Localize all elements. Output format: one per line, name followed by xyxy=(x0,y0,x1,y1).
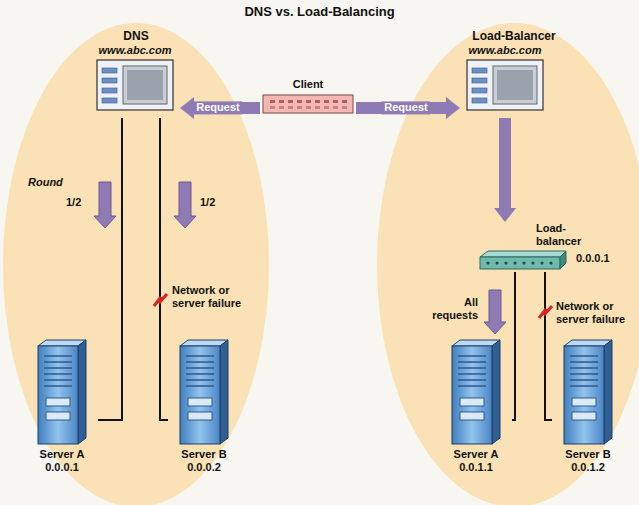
server-name: Server A xyxy=(440,448,512,461)
edge-label-holder: Request xyxy=(381,101,430,114)
share-fraction: 1/2 xyxy=(200,196,224,209)
server-name: Server B xyxy=(168,448,240,461)
web-server: www.abc.com xyxy=(460,44,550,118)
client-device: Client xyxy=(260,78,356,122)
traffic-note: Round xyxy=(28,176,88,189)
ip-address: 0.0.1.2 xyxy=(552,461,624,474)
host-name: www.abc.com xyxy=(90,44,180,57)
share-fraction: 1/2 xyxy=(66,196,90,209)
server-tower: Server B0.0.1.2 xyxy=(552,338,624,484)
label-holder: All requests xyxy=(420,296,478,322)
host-name: www.abc.com xyxy=(460,44,550,57)
request-arrow xyxy=(499,118,511,208)
traffic-note: All requests xyxy=(420,296,478,322)
web-server: www.abc.com xyxy=(90,44,180,118)
client-icon xyxy=(260,91,356,119)
server-box-icon xyxy=(460,57,550,115)
ip-address: 0.0.0.1 xyxy=(576,252,636,265)
server-tower: Server A0.0.1.1 xyxy=(440,338,512,484)
server-name: Server B xyxy=(552,448,624,461)
server-box-icon xyxy=(90,57,180,115)
label-holder: 1/2 xyxy=(66,196,90,209)
server-tower: Server B0.0.0.2 xyxy=(168,338,240,484)
edge-label-holder: Request xyxy=(193,101,242,114)
dns-region: DNSwww.abc.comServer A0.0.0.1Server B0.0… xyxy=(2,22,270,505)
diagram-title: DNS vs. Load-Balancing xyxy=(0,4,639,20)
server-tower-icon xyxy=(168,338,240,448)
request-arrow xyxy=(194,102,260,114)
request-label: Request xyxy=(381,101,430,114)
ip-address: 0.0.0.2 xyxy=(168,461,240,474)
load-balancer-device: Load-balancer 0.0.0.1 xyxy=(470,222,636,272)
failure-note: Network or server failure xyxy=(556,300,636,326)
request-arrow xyxy=(356,102,446,114)
title-holder: DNS vs. Load-Balancing xyxy=(0,4,639,20)
request-label: Request xyxy=(193,101,242,114)
label-holder: Network or server failure xyxy=(556,300,636,326)
server-name: Server A xyxy=(26,448,98,461)
device-name: Client xyxy=(260,78,356,91)
load-balancer-icon xyxy=(476,249,568,271)
load-balancer-region: Load-Balancerwww.abc.comLoad-balancer 0.0… xyxy=(376,22,639,505)
server-tower-icon xyxy=(440,338,512,448)
label-holder: Round xyxy=(28,176,88,189)
device-name: Load-balancer xyxy=(536,222,600,248)
region-heading: DNS xyxy=(2,22,270,43)
server-tower: Server A0.0.0.1 xyxy=(26,338,98,484)
ip-address: 0.0.0.1 xyxy=(26,461,98,474)
failure-note: Network or server failure xyxy=(172,284,260,310)
region-heading: Load-Balancer xyxy=(376,22,639,43)
server-tower-icon xyxy=(552,338,624,448)
label-holder: 1/2 xyxy=(200,196,224,209)
label-holder: Network or server failure xyxy=(172,284,260,310)
server-tower-icon xyxy=(26,338,98,448)
ip-address: 0.0.1.1 xyxy=(440,461,512,474)
